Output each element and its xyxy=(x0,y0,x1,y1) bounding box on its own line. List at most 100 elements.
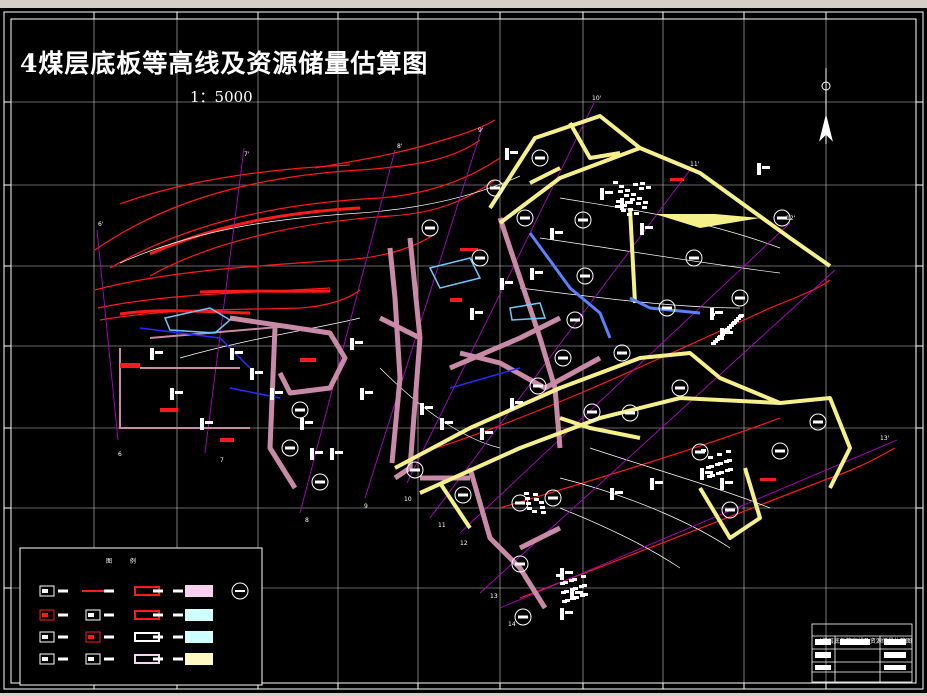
exploration-line-label: 11 xyxy=(438,522,446,529)
data-label-block xyxy=(440,418,444,430)
data-label-block xyxy=(560,608,564,620)
window-title-bar xyxy=(0,0,927,8)
exploration-line-label: 14 xyxy=(508,621,516,628)
north-arrow-icon xyxy=(819,68,833,144)
exploration-line-label: 13' xyxy=(880,435,890,442)
borehole-symbol xyxy=(566,311,584,329)
exploration-line-label: 9' xyxy=(478,127,484,134)
borehole-symbol xyxy=(574,211,592,229)
borehole-symbol xyxy=(613,344,631,362)
exploration-line-label: 8' xyxy=(397,143,403,150)
data-label-block xyxy=(530,268,534,280)
exploration-line-label: 7 xyxy=(220,457,224,464)
exploration-line-label: 10' xyxy=(592,95,602,102)
red-patches xyxy=(120,178,776,481)
data-label-block xyxy=(510,398,514,410)
data-label-block xyxy=(360,388,364,400)
legend-symbol xyxy=(39,609,55,621)
borehole-symbol xyxy=(721,501,739,519)
borehole-symbol xyxy=(454,486,472,504)
data-label-block xyxy=(350,338,354,350)
coordinate-grid xyxy=(11,19,916,683)
outer-frame xyxy=(3,11,924,690)
legend-symbols xyxy=(39,582,249,665)
exploration-line-label: 6' xyxy=(98,221,104,228)
data-label-block xyxy=(500,278,504,290)
inner-frame xyxy=(10,18,917,684)
borehole-symbol xyxy=(511,555,529,573)
legend-symbol xyxy=(85,653,101,665)
borehole-symbol xyxy=(486,179,504,197)
legend-symbol xyxy=(39,585,55,597)
data-label-block xyxy=(700,468,704,480)
borehole-symbol xyxy=(554,349,572,367)
exploration-line-label: 9 xyxy=(364,503,368,510)
borehole-symbol xyxy=(516,209,534,227)
borehole-symbol xyxy=(421,219,439,237)
legend-swatch xyxy=(185,631,213,643)
borehole-symbol xyxy=(471,249,489,267)
borehole-symbol xyxy=(691,443,709,461)
map-scale: 1：5000 xyxy=(190,88,253,106)
borehole-symbol xyxy=(621,404,639,422)
data-label-block xyxy=(600,188,604,200)
floor-contour-lines xyxy=(94,119,896,599)
legend-swatch xyxy=(185,653,213,665)
contour-highlights xyxy=(119,206,361,316)
data-label-block xyxy=(505,148,509,160)
borehole-symbol xyxy=(685,249,703,267)
data-label-block xyxy=(470,308,474,320)
data-label-block xyxy=(560,568,564,580)
exploration-line-label: 11' xyxy=(690,161,700,168)
exploration-line-label: 12 xyxy=(460,540,468,547)
exploration-line-label: 10 xyxy=(404,496,412,503)
data-label-block xyxy=(720,478,724,490)
borehole-symbol xyxy=(658,299,676,317)
borehole-symbol xyxy=(544,489,562,507)
borehole-symbol xyxy=(809,413,827,431)
title-block xyxy=(811,623,913,683)
data-label-block xyxy=(170,388,174,400)
legend-borehole xyxy=(231,582,249,600)
exploration-line-label: 7' xyxy=(244,151,250,158)
exploration-line-label: 13 xyxy=(490,593,498,600)
exploration-line-label: 8 xyxy=(305,517,309,524)
data-label-block xyxy=(650,478,654,490)
borehole-symbol xyxy=(406,461,424,479)
data-label-block xyxy=(330,448,334,460)
data-label-block xyxy=(270,388,274,400)
yellow-block xyxy=(655,214,760,228)
borehole-symbol xyxy=(773,209,791,227)
cyan-goaf xyxy=(163,257,547,334)
legend-box xyxy=(19,547,263,686)
borehole-symbol xyxy=(583,403,601,421)
exploration-line-label: 6 xyxy=(118,451,122,458)
title-block-name: 4煤层底板等高线及资源储量估算图 xyxy=(818,638,912,645)
borehole-symbol xyxy=(531,149,549,167)
map-title: 4煤层底板等高线及资源储量估算图 xyxy=(20,49,429,78)
title-block-fills xyxy=(815,639,906,670)
legend-swatch xyxy=(185,609,213,621)
legend-symbol xyxy=(39,653,55,665)
borehole-symbol xyxy=(281,439,299,457)
data-label-block xyxy=(550,228,554,240)
borehole-annotations xyxy=(150,148,827,626)
borehole-symbol xyxy=(576,267,594,285)
data-label-block xyxy=(640,223,644,235)
borehole-symbol xyxy=(311,473,329,491)
white-contour-lines xyxy=(119,175,781,569)
data-label-block xyxy=(250,368,254,380)
borehole-symbol xyxy=(514,608,532,626)
data-label-block xyxy=(300,418,304,430)
borehole-symbol xyxy=(671,379,689,397)
data-label-block xyxy=(757,163,761,175)
roadways xyxy=(528,232,701,339)
data-label-block xyxy=(200,418,204,430)
legend-symbol xyxy=(85,609,101,621)
legend-title: 图 例 xyxy=(106,558,144,565)
data-label-block xyxy=(570,588,574,600)
legend-symbol xyxy=(39,631,55,643)
legend-symbol xyxy=(85,631,101,643)
